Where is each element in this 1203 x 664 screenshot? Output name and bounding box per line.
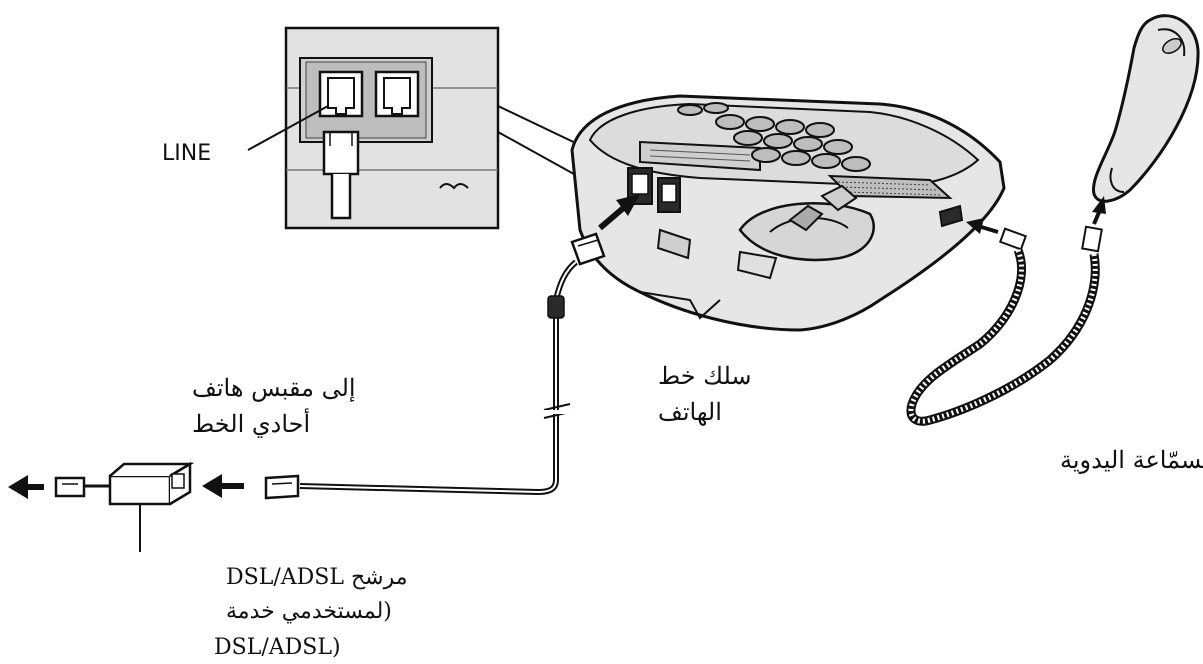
telephone-line-cord	[264, 232, 606, 500]
filter-label-2: (لمستخدمي خدمة	[226, 599, 392, 624]
line-jack	[318, 70, 364, 118]
handset-cord-label: سلك السمّاعة اليدوية	[1060, 446, 1203, 474]
line-plug	[322, 130, 360, 220]
arrow-into-phone-jack	[598, 194, 640, 231]
handset	[1092, 14, 1200, 203]
wall-plug	[54, 476, 86, 498]
arrow-to-wall-jack	[8, 475, 44, 499]
arrow-into-filter	[202, 474, 244, 498]
filter-label-1: مرشح DSL/ADSL	[226, 565, 408, 590]
jack-inset	[247, 26, 500, 230]
line-cord-label-1: سلك خط	[658, 362, 752, 390]
dsl-filter	[82, 461, 195, 552]
keypad-buttons	[677, 102, 871, 172]
handset-cord	[906, 218, 1103, 426]
filter-label-3: (DSL/ADSL	[214, 635, 341, 660]
handset-cradle	[736, 184, 875, 280]
to-jack-label-1: إلى مقبس هاتف	[192, 374, 356, 402]
line-port-label: LINE	[162, 141, 211, 166]
to-jack-label-2: أحادي الخط	[192, 407, 310, 438]
ext-jack	[374, 70, 420, 118]
telephone-base	[570, 94, 1006, 332]
line-cord-label-2: الهاتف	[658, 398, 722, 426]
arrow-into-handset	[1092, 196, 1106, 225]
